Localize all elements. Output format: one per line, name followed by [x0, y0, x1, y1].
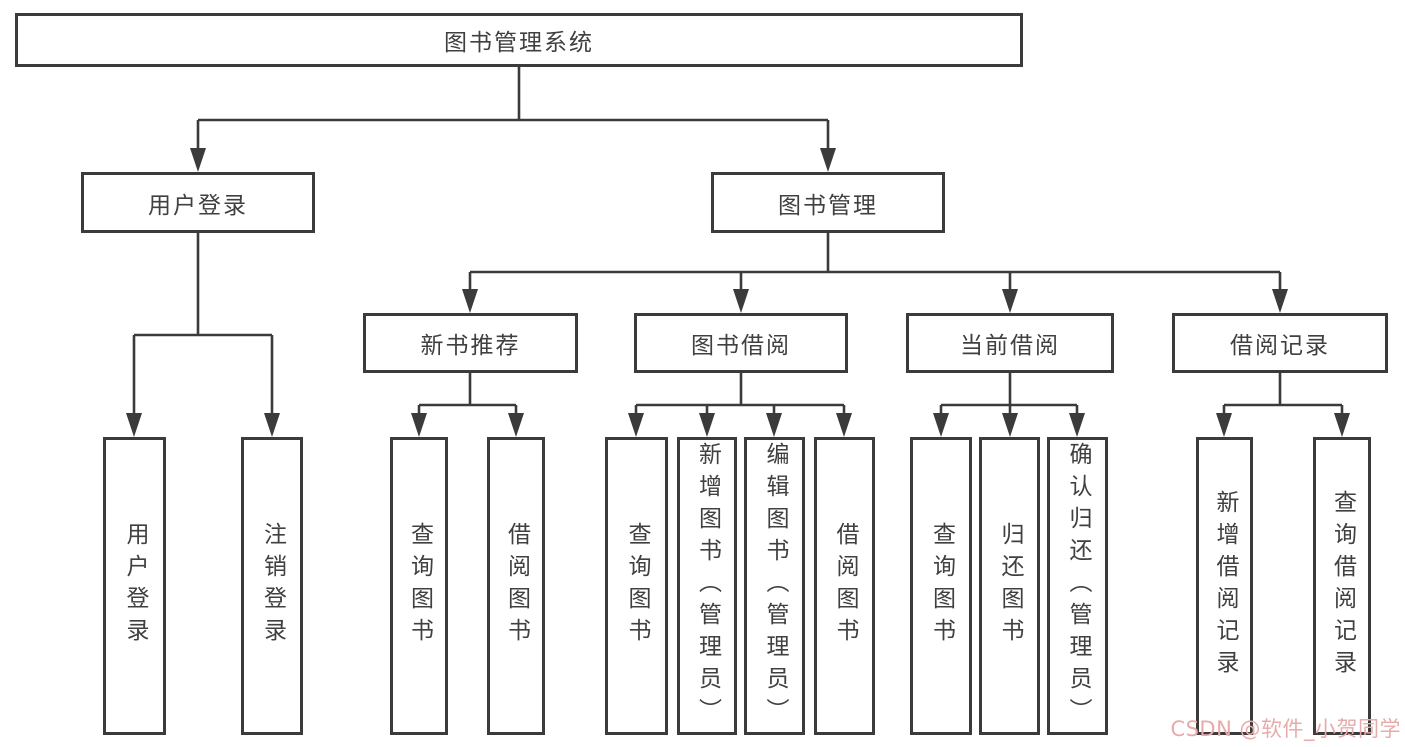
leaf-return-books: 归还图书 [979, 437, 1040, 735]
leaf-query-borrow-record: 查询借阅记录 [1313, 437, 1371, 735]
arrow-down-icon [699, 413, 715, 437]
leaf-user-login: 用户登录 [103, 437, 166, 735]
arrow-down-icon [628, 413, 644, 437]
node-current-borrowing: 当前借阅 [906, 313, 1114, 373]
leaf-add-borrow-record: 新增借阅记录 [1196, 437, 1253, 735]
node-root: 图书管理系统 [15, 13, 1023, 67]
node-new-book-recommend: 新书推荐 [363, 313, 578, 373]
node-borrowing-records: 借阅记录 [1172, 313, 1388, 373]
arrow-down-icon [733, 289, 749, 313]
watermark: CSDN @软件_小贺同学 [1170, 717, 1401, 741]
leaf-query-books-current: 查询图书 [910, 437, 972, 735]
arrow-down-icon [1069, 413, 1085, 437]
node-book-borrowing: 图书借阅 [634, 313, 848, 373]
node-user-login: 用户登录 [81, 172, 315, 233]
connector-root-to-level2 [190, 67, 836, 172]
connector-book-mgmt-to-level3 [462, 233, 1288, 313]
connector-current-to-children [933, 373, 1085, 437]
connector-borrow-to-children [628, 373, 852, 437]
arrow-down-icon [462, 289, 478, 313]
arrow-down-icon [1272, 289, 1288, 313]
arrow-down-icon [1216, 413, 1232, 437]
leaf-logout: 注销登录 [241, 437, 303, 735]
leaf-borrow-books-recommend: 借阅图书 [487, 437, 545, 735]
leaf-query-books-borrowing: 查询图书 [605, 437, 668, 735]
arrow-down-icon [508, 413, 524, 437]
arrow-down-icon [820, 148, 836, 172]
leaf-add-books-admin: 新增图书（管理员） [677, 437, 737, 735]
arrow-down-icon [411, 413, 427, 437]
connector-user-login-to-children [126, 233, 280, 437]
arrow-down-icon [1002, 289, 1018, 313]
arrow-down-icon [1334, 413, 1350, 437]
arrow-down-icon [126, 413, 142, 437]
leaf-borrow-books-borrowing: 借阅图书 [814, 437, 875, 735]
leaf-edit-books-admin: 编辑图书（管理员） [744, 437, 805, 735]
arrow-down-icon [1002, 413, 1018, 437]
arrow-down-icon [190, 148, 206, 172]
node-book-management: 图书管理 [711, 172, 945, 233]
connector-new-rec-to-children [411, 373, 524, 437]
arrow-down-icon [264, 413, 280, 437]
connector-records-to-children [1216, 373, 1350, 437]
arrow-down-icon [836, 413, 852, 437]
arrow-down-icon [933, 413, 949, 437]
leaf-confirm-return-admin: 确认归还（管理员） [1047, 437, 1108, 735]
arrow-down-icon [766, 413, 782, 437]
leaf-query-books-recommend: 查询图书 [390, 437, 448, 735]
